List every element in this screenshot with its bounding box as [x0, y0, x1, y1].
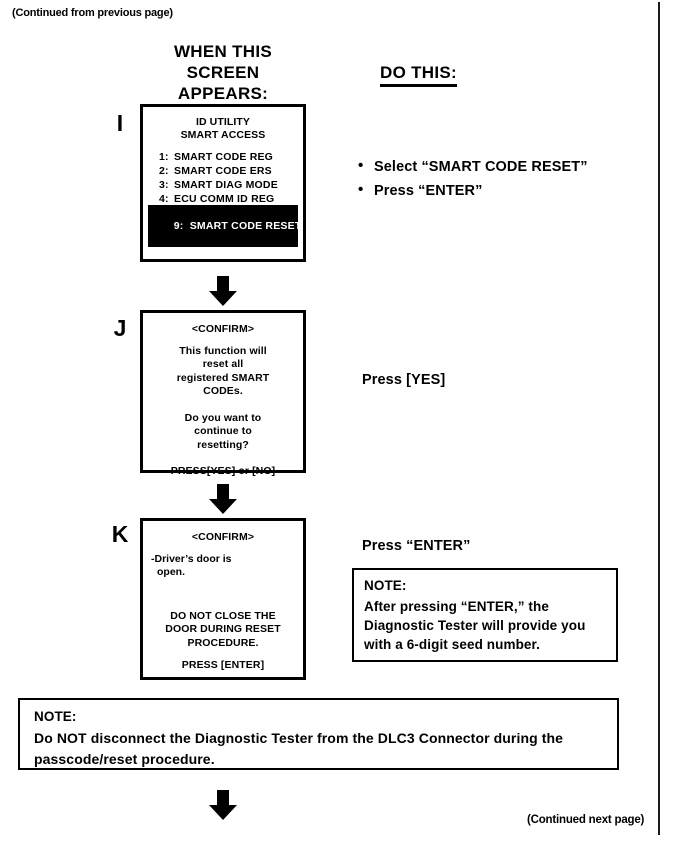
note-k-line2: Diagnostic Tester will provide you — [364, 618, 586, 633]
note-box-do-not-disconnect: NOTE: Do NOT disconnect the Diagnostic T… — [18, 698, 619, 770]
note-k-title: NOTE: — [364, 578, 407, 593]
screen-k-status-line2: open. — [157, 566, 185, 578]
down-arrow-icon-j-to-k — [209, 484, 237, 514]
menu-item-3-label: SMART DIAG MODE — [174, 179, 278, 191]
menu-item-2-label: SMART CODE ERS — [174, 165, 272, 177]
instructions-step-i: Select “SMART CODE RESET” Press “ENTER” — [358, 154, 588, 203]
continued-from-previous-page-label: (Continued from previous page) — [12, 7, 173, 19]
screen-j-para1-line4: CODEs. — [203, 385, 243, 397]
screen-k-footer-prompt: PRESS [ENTER] — [181, 659, 265, 671]
screen-k-warning: DO NOT CLOSE THE DOOR DURING RESET PROCE… — [143, 610, 303, 651]
column-heading-line1: WHEN THIS — [173, 42, 273, 61]
menu-item-1-label: SMART CODE REG — [174, 151, 274, 163]
screen-j-paragraph-2: Do you want to continue to resetting? — [143, 412, 303, 453]
note-box-seed-number: NOTE: After pressing “ENTER,” the Diagno… — [352, 568, 618, 662]
tester-screen-j: <CONFIRM> This function will reset all r… — [140, 310, 306, 477]
column-heading-when-this-screen-appears: WHEN THIS SCREEN APPEARS: — [140, 41, 306, 108]
screen-i-title-line2: SMART ACCESS — [180, 128, 266, 141]
down-arrow-icon-i-to-j — [209, 276, 237, 306]
menu-item-3-index: 3: — [159, 179, 169, 191]
column-heading-do-this-label: DO THIS: — [380, 62, 458, 87]
bottom-note-line2: passcode/reset procedure. — [34, 751, 215, 767]
screen-j-para2-line3: resetting? — [197, 438, 249, 451]
screen-j-para2-line1: Do you want to — [184, 411, 262, 424]
screen-j-title: <CONFIRM> — [191, 323, 255, 335]
menu-item-2-index: 2: — [159, 165, 169, 177]
screen-i-title-line1: ID UTILITY — [195, 116, 251, 128]
bottom-note-title: NOTE: — [34, 709, 77, 724]
screen-j-para1-line3: registered SMART — [176, 371, 270, 384]
instruction-bullet-press-enter: Press “ENTER” — [358, 178, 588, 203]
screen-i-menu-list: 1: SMART CODE REG 2: SMART CODE ERS 3: SMAR… — [143, 150, 303, 206]
note-k-body: After pressing “ENTER,” the Diagnostic T… — [364, 597, 616, 654]
screen-k-warn-line3: PROCEDURE. — [187, 636, 259, 649]
screen-k-status: -Driver’s door is open. — [143, 553, 303, 580]
menu-item-4-label: ECU COMM ID REG — [174, 193, 275, 205]
bottom-note-line1: Do NOT disconnect the Diagnostic Tester … — [34, 730, 564, 746]
menu-item-9-label: SMART CODE RESET — [189, 220, 302, 232]
menu-item-2[interactable]: 2: SMART CODE ERS — [159, 164, 303, 178]
menu-item-1[interactable]: 1: SMART CODE REG — [159, 150, 303, 164]
column-heading-do-this: DO THIS: — [380, 62, 540, 87]
menu-item-3[interactable]: 3: SMART DIAG MODE — [159, 178, 303, 192]
menu-item-9-selected[interactable]: 9: SMART CODE RESET — [148, 205, 301, 247]
instruction-press-enter: Press “ENTER” — [362, 538, 471, 554]
note-k-line1: After pressing “ENTER,” the — [364, 599, 549, 614]
screen-k-title: <CONFIRM> — [191, 531, 255, 543]
screen-k-warn-line2: DOOR DURING RESET — [165, 623, 281, 635]
page-margin-rule — [658, 2, 660, 835]
column-heading-line2: SCREEN APPEARS: — [140, 62, 306, 108]
menu-item-1-index: 1: — [159, 151, 169, 163]
note-k-line3: with a 6-digit seed number. — [364, 637, 540, 652]
bottom-note-body: Do NOT disconnect the Diagnostic Tester … — [34, 728, 617, 770]
screen-j-para1-line2: reset all — [202, 358, 244, 370]
down-arrow-icon-continue — [209, 790, 237, 820]
step-letter-j: J — [113, 315, 127, 341]
screen-k-warn-line1: DO NOT CLOSE THE — [170, 609, 276, 622]
instruction-press-yes: Press [YES] — [362, 372, 446, 388]
step-letter-k: K — [111, 521, 129, 547]
step-letter-i: I — [116, 110, 124, 136]
screen-j-para2-line2: continue to — [194, 425, 252, 437]
menu-item-9-index: 9: — [173, 220, 184, 232]
instruction-bullet-select-smart-code-reset: Select “SMART CODE RESET” — [358, 154, 588, 179]
screen-j-para1-line1: This function will — [179, 344, 267, 357]
menu-item-4-index: 4: — [159, 193, 169, 205]
screen-j-footer-prompt: PRESS[YES] or [NO] — [170, 465, 276, 477]
tester-screen-k: <CONFIRM> -Driver’s door is open. DO NOT… — [140, 518, 306, 680]
menu-item-4[interactable]: 4: ECU COMM ID REG — [159, 192, 303, 206]
continued-next-page-label: (Continued next page) — [527, 814, 645, 826]
tester-screen-i: ID UTILITY SMART ACCESS 1: SMART CODE REG… — [140, 104, 306, 262]
screen-k-status-line1: -Driver’s door is — [151, 552, 232, 565]
screen-j-paragraph-1: This function will reset all registered … — [143, 345, 303, 399]
